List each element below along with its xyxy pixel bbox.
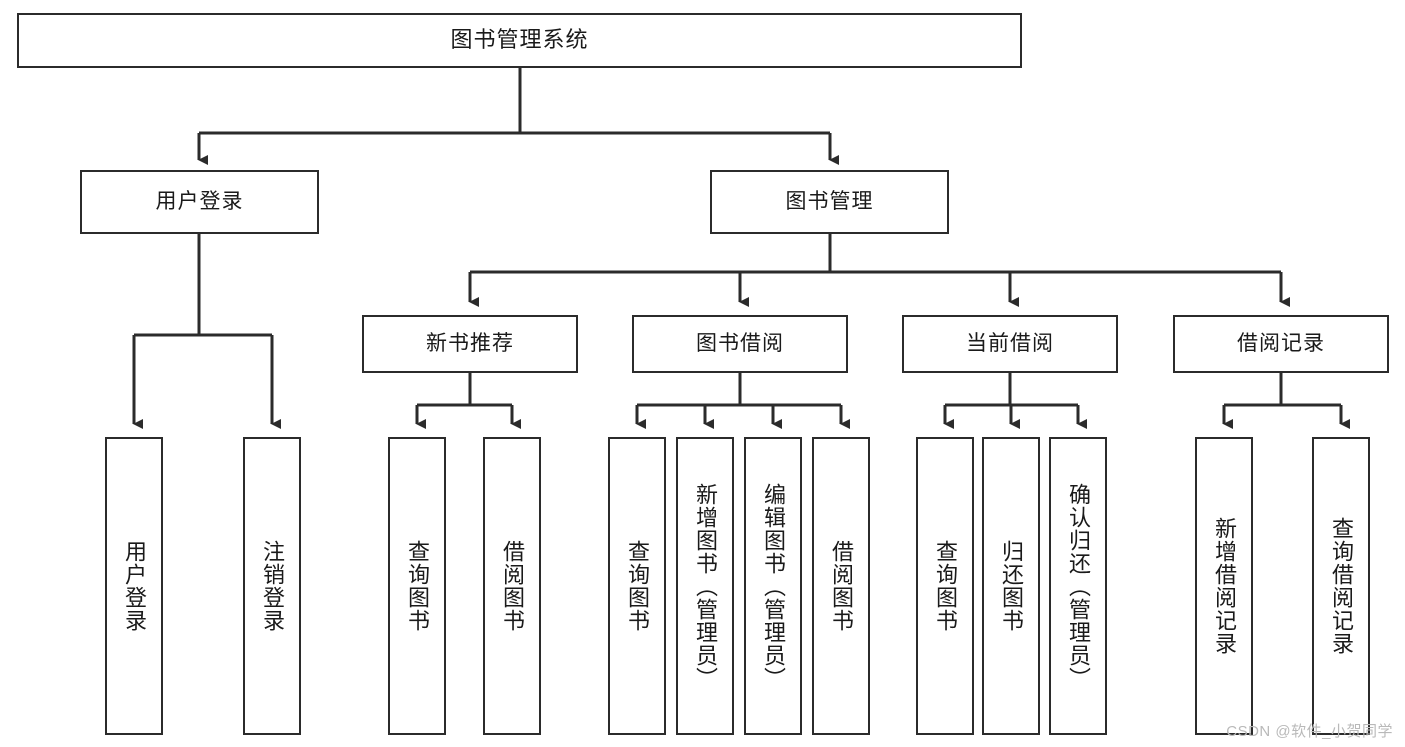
leaf-current-return-book[interactable]: 归还图书 (982, 437, 1040, 735)
leaf-newbook-borrow-book[interactable]: 借阅图书 (483, 437, 541, 735)
node-borrow-records[interactable]: 借阅记录 (1173, 315, 1389, 373)
leaf-borrow-edit-book-admin[interactable]: 编辑图书（管理员） (744, 437, 802, 735)
leaf-current-query-book[interactable]: 查询图书 (916, 437, 974, 735)
leaf-borrow-add-book-admin[interactable]: 新增图书（管理员） (676, 437, 734, 735)
leaf-records-add-record[interactable]: 新增借阅记录 (1195, 437, 1253, 735)
csdn-watermark: CSDN @软件_小贺同学 (1226, 723, 1393, 740)
leaf-records-query-record[interactable]: 查询借阅记录 (1312, 437, 1370, 735)
node-book-management[interactable]: 图书管理 (710, 170, 949, 234)
node-new-book-recommend[interactable]: 新书推荐 (362, 315, 578, 373)
leaf-current-confirm-return-admin[interactable]: 确认归还（管理员） (1049, 437, 1107, 735)
leaf-newbook-query-book[interactable]: 查询图书 (388, 437, 446, 735)
leaf-borrow-query-book[interactable]: 查询图书 (608, 437, 666, 735)
leaf-logout-login[interactable]: 注销登录 (243, 437, 301, 735)
leaf-borrow-borrow-book[interactable]: 借阅图书 (812, 437, 870, 735)
node-user-login[interactable]: 用户登录 (80, 170, 319, 234)
leaf-user-login[interactable]: 用户登录 (105, 437, 163, 735)
node-book-borrow[interactable]: 图书借阅 (632, 315, 848, 373)
node-current-borrow[interactable]: 当前借阅 (902, 315, 1118, 373)
node-root-system[interactable]: 图书管理系统 (17, 13, 1022, 68)
